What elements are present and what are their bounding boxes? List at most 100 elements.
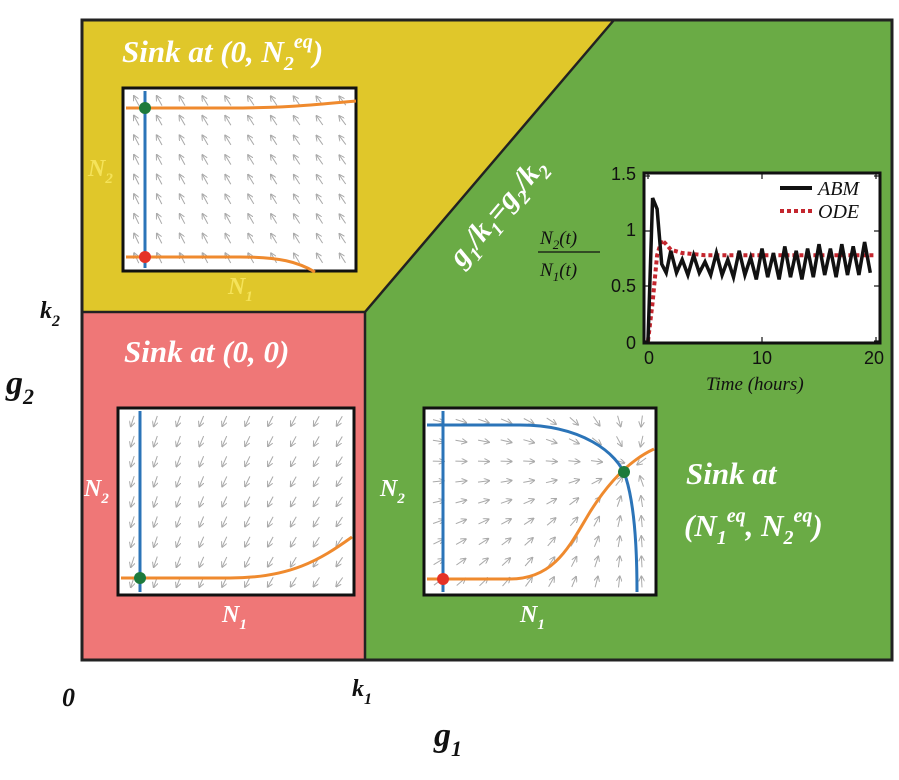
vector-arrow: [199, 415, 203, 426]
vector-arrow: [248, 194, 255, 205]
svg-text:N2(t): N2(t): [539, 228, 577, 252]
vector-arrow: [222, 435, 228, 446]
vector-arrow: [134, 214, 140, 225]
vector-arrow: [641, 496, 643, 507]
vector-arrow: [317, 195, 324, 205]
vector-arrow: [222, 516, 228, 527]
vector-arrow: [337, 456, 343, 466]
inset-ytick-1.5: 1.5: [611, 164, 636, 184]
svg-text:N1(t): N1(t): [539, 260, 577, 284]
vector-arrow: [271, 214, 278, 224]
vector-arrow: [222, 556, 228, 567]
vector-arrow: [131, 536, 134, 548]
vector-arrow: [245, 556, 251, 567]
vector-arrow: [177, 516, 181, 527]
vector-arrow: [294, 96, 301, 106]
vector-arrow: [154, 415, 158, 426]
vector-arrow: [180, 135, 186, 146]
vector-arrow: [568, 438, 579, 444]
vector-arrow: [225, 155, 232, 165]
vector-arrow: [154, 455, 158, 466]
vector-arrow: [291, 516, 297, 527]
vector-arrow: [291, 577, 297, 586]
vector-arrow: [591, 437, 601, 445]
vector-arrow: [291, 415, 297, 426]
vector-arrow: [157, 234, 163, 244]
vector-arrow: [157, 116, 163, 126]
vector-arrow: [271, 136, 278, 146]
nullcline-n2: [121, 535, 353, 580]
vector-arrow: [268, 576, 274, 587]
vector-arrow: [245, 476, 251, 486]
vector-arrow: [131, 516, 134, 527]
vector-arrow: [199, 456, 203, 466]
vector-arrow: [177, 536, 181, 547]
vector-arrow: [317, 254, 324, 264]
vector-arrow: [294, 234, 301, 244]
vector-arrow: [268, 415, 274, 426]
vector-arrow: [593, 517, 599, 527]
vector-arrow: [314, 456, 320, 467]
vector-arrow: [336, 577, 344, 587]
vector-arrow: [524, 558, 532, 567]
stable-equilibrium: [134, 572, 146, 584]
vector-arrow: [637, 457, 647, 465]
vector-arrow: [248, 175, 255, 185]
vector-arrow: [177, 476, 181, 486]
n2-axis-label: N2: [87, 156, 113, 187]
vector-arrow: [131, 435, 134, 447]
vector-arrow: [134, 116, 140, 126]
vector-arrow: [134, 155, 140, 165]
vector-arrow: [500, 418, 511, 423]
vector-arrow: [180, 234, 186, 244]
unstable-equilibrium: [139, 251, 151, 263]
vector-arrow: [595, 557, 598, 568]
vector-arrow: [294, 254, 301, 264]
vector-arrow: [222, 456, 228, 466]
vector-arrow: [523, 519, 533, 526]
vector-arrow: [523, 499, 534, 505]
vector-arrow: [337, 416, 343, 426]
vector-arrow: [314, 496, 320, 506]
vector-arrow: [618, 536, 620, 548]
vector-arrow: [455, 500, 467, 503]
vector-arrow: [641, 415, 642, 427]
vector-arrow: [500, 481, 512, 483]
vector-arrow: [202, 116, 209, 126]
vector-arrow: [523, 461, 534, 462]
vector-arrow: [180, 175, 186, 185]
vector-arrow: [180, 214, 186, 224]
vector-arrow: [248, 116, 255, 126]
vector-arrow: [202, 96, 209, 106]
vector-arrow: [154, 476, 158, 486]
vector-arrow: [340, 195, 347, 204]
vector-arrow: [222, 476, 228, 486]
vector-arrow: [154, 516, 158, 526]
vector-arrow: [294, 175, 301, 185]
vector-arrow: [154, 536, 158, 547]
inset-y-label: N2(t) N1(t): [538, 228, 600, 284]
boundary-diagonal: [364, 19, 615, 313]
origin-label: 0: [62, 683, 75, 712]
vector-arrow: [546, 417, 556, 424]
vector-arrow: [180, 194, 186, 205]
vector-arrow: [180, 155, 186, 165]
vector-arrow: [245, 496, 251, 507]
vector-arrow: [225, 136, 232, 146]
vector-arrow: [248, 96, 255, 106]
vector-arrow: [177, 455, 181, 466]
k2-label: k2: [40, 298, 60, 330]
vector-arrow: [314, 436, 320, 446]
vector-arrow: [180, 96, 186, 106]
vector-arrow: [202, 155, 209, 165]
vector-arrow: [317, 155, 324, 165]
vector-arrow: [545, 439, 556, 443]
vector-arrow: [591, 479, 602, 485]
vector-arrow: [340, 214, 347, 224]
phase-portrait-green: N2 N1: [379, 406, 658, 633]
vector-arrow: [478, 539, 488, 546]
vector-arrow: [131, 556, 134, 568]
vector-arrow: [618, 516, 620, 528]
vector-arrow: [248, 214, 255, 224]
phase-portrait-yellow: N2 N1: [87, 86, 358, 305]
